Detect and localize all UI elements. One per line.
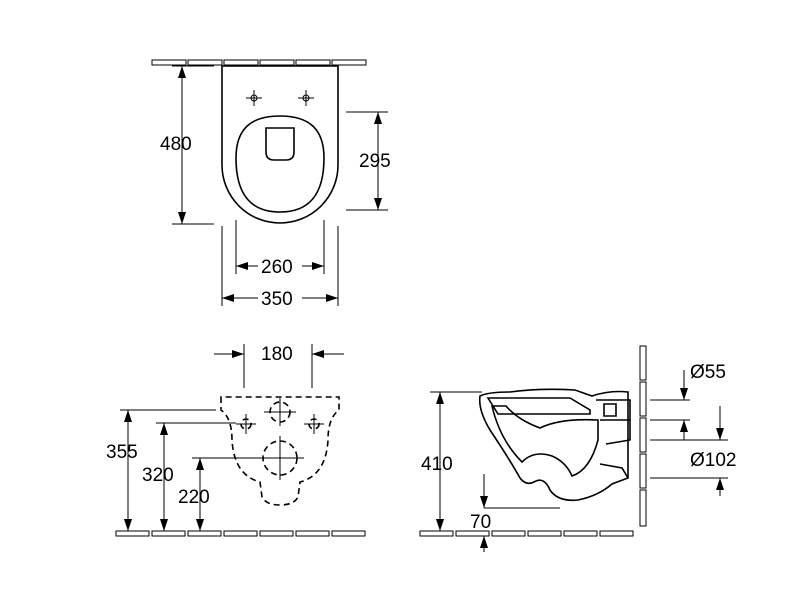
bowl-outline-top — [221, 65, 339, 224]
dim-220 — [192, 457, 256, 531]
dim-70-label: 70 — [470, 512, 491, 533]
dim-220-label: 220 — [178, 487, 210, 508]
dim-320-label: 320 — [142, 465, 174, 486]
dim-70 — [480, 474, 560, 552]
dim-480-label: 480 — [160, 134, 192, 155]
dim-d102-label: Ø102 — [690, 450, 736, 471]
side-view: 410 70 Ø55 Ø102 — [419, 345, 736, 552]
dim-350-label: 350 — [261, 289, 293, 310]
dim-295 — [346, 111, 388, 211]
dim-320 — [156, 422, 236, 531]
top-view: 480 295 260 350 — [151, 59, 391, 310]
outlet-hole-front — [256, 436, 304, 480]
front-floor — [115, 530, 366, 537]
dim-295-label: 295 — [359, 151, 391, 172]
dim-180 — [214, 344, 344, 388]
inlet-side — [596, 399, 631, 420]
fixing-hole-left — [236, 414, 256, 434]
fixing-hole-right — [304, 414, 324, 434]
dim-260-label: 260 — [261, 257, 293, 278]
dim-355-label: 355 — [106, 442, 138, 463]
dim-410 — [430, 391, 482, 531]
side-floor — [419, 530, 634, 537]
dim-350 — [221, 226, 339, 306]
seat-side — [486, 397, 591, 415]
bowl-opening-top — [235, 115, 325, 213]
dim-d55 — [650, 370, 690, 440]
bowl-body-side — [478, 388, 629, 502]
dim-355 — [120, 409, 216, 531]
dim-410-label: 410 — [421, 454, 453, 475]
dim-d55-label: Ø55 — [690, 362, 726, 383]
dim-260 — [235, 220, 325, 274]
bowl-inner-side — [490, 405, 599, 477]
flush-rim-top — [265, 127, 295, 161]
fixing-hole-top — [264, 398, 296, 426]
fixing-crosshair-right — [298, 90, 314, 106]
side-wall — [639, 345, 647, 527]
top-wall — [151, 59, 367, 66]
fixing-crosshair-left — [246, 90, 262, 106]
dim-180-label: 180 — [261, 344, 293, 365]
front-view: 180 355 320 220 — [106, 344, 366, 537]
dim-480 — [172, 65, 214, 225]
dim-d102 — [650, 406, 728, 496]
outlet-pipe-side — [599, 419, 631, 479]
